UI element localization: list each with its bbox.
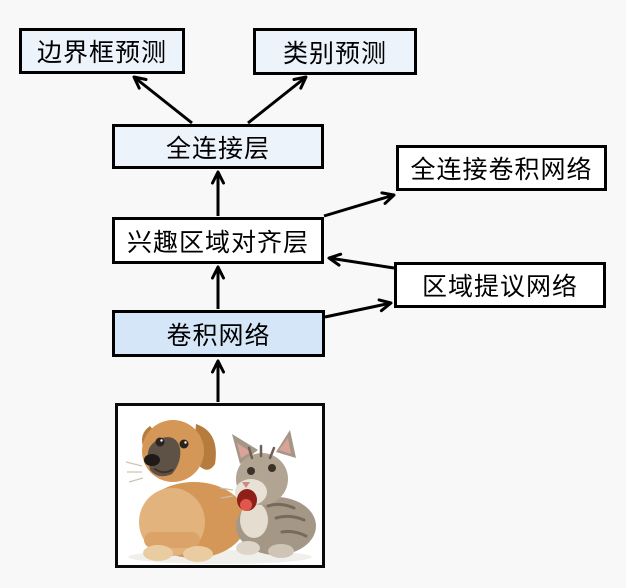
arrow-rpn-to-roi: [327, 252, 395, 270]
node-label: 兴趣区域对齐层: [126, 228, 309, 257]
node-class-prediction: 类别预测: [253, 28, 417, 75]
node-label: 卷积网络: [166, 321, 271, 350]
node-label: 全连接卷积网络: [410, 156, 593, 184]
node-region-proposal-network: 区域提议网络: [394, 262, 606, 308]
node-label: 边界框预测: [36, 39, 167, 67]
arrow-fc-to-bbox-pred: [132, 75, 193, 125]
puppy-kitten-photo: [118, 406, 322, 565]
node-label: 类别预测: [282, 39, 387, 68]
arrow-conv-to-rpn: [324, 298, 393, 319]
node-label: 全连接层: [165, 134, 270, 163]
kitten-illustration: [219, 430, 316, 558]
arrow-fc-to-class-pred: [247, 75, 308, 125]
node-roi-alignment-layer: 兴趣区域对齐层: [112, 217, 324, 264]
node-label: 区域提议网络: [421, 273, 578, 301]
puppy-illustration: [125, 420, 247, 562]
node-convolutional-network: 卷积网络: [112, 310, 325, 357]
node-fully-convolutional-network: 全连接卷积网络: [396, 145, 607, 191]
node-bounding-box-prediction: 边界框预测: [19, 28, 185, 74]
arrow-roi-to-fcn: [323, 191, 396, 218]
node-fully-connected-layer: 全连接层: [112, 124, 324, 169]
input-image-box: [115, 403, 325, 568]
